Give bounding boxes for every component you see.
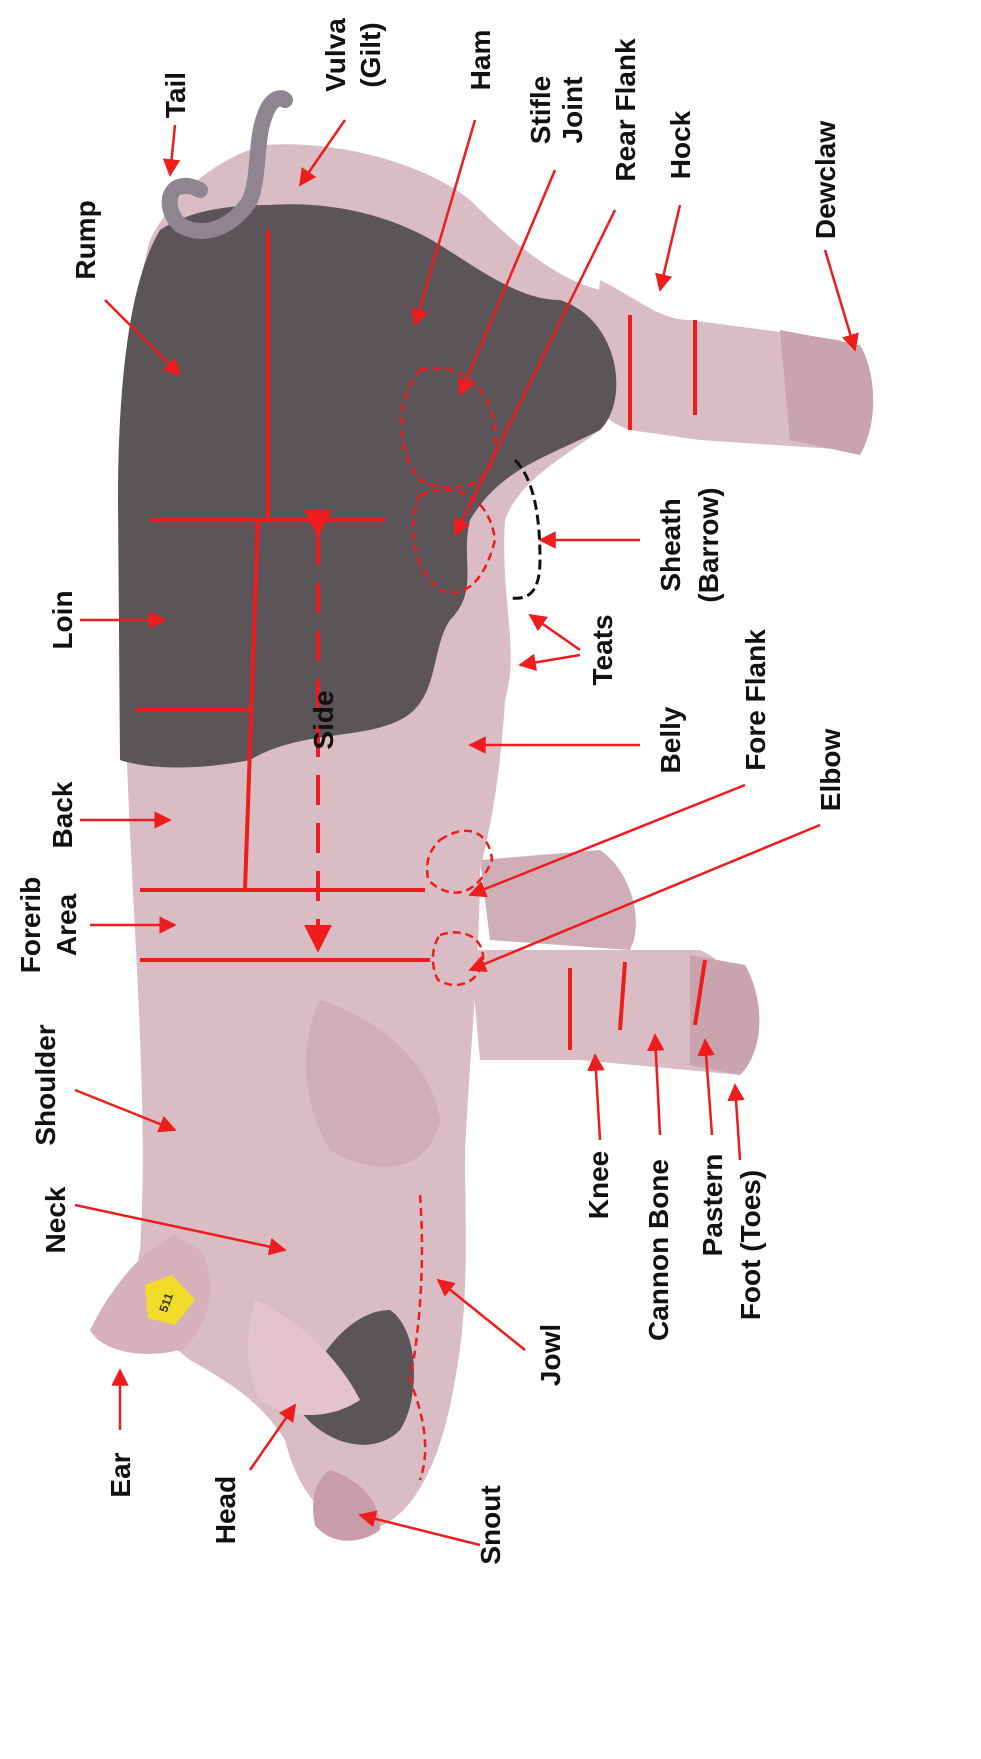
label-rear-flank: Rear Flank [610, 38, 641, 182]
label-teats: Teats [587, 614, 618, 685]
label-head: Head [210, 1476, 241, 1544]
label-sheath-barrow: (Barrow) [693, 487, 724, 602]
arrow-knee [595, 1055, 600, 1140]
arrow-foot [735, 1085, 740, 1160]
front-foot [690, 955, 759, 1075]
label-fore-flank: Fore Flank [740, 629, 771, 771]
arrow-tail [170, 125, 175, 175]
label-ham: Ham [465, 30, 496, 91]
label-forerib-area: Area [51, 893, 82, 956]
label-shoulder: Shoulder [30, 1024, 61, 1145]
label-pastern: Pastern [697, 1154, 728, 1257]
label-vulva-gilt: (Gilt) [355, 22, 386, 87]
label-belly: Belly [655, 706, 686, 773]
arrow-teats-2 [520, 655, 580, 665]
label-neck: Neck [40, 1186, 71, 1253]
label-stifle: Stifle [525, 76, 556, 144]
label-foot: Foot (Toes) [735, 1170, 766, 1320]
label-rump: Rump [70, 200, 101, 279]
fore-leg-far [480, 850, 636, 950]
label-sheath: Sheath [655, 498, 686, 591]
hind-foot [780, 330, 873, 455]
label-dewclaw: Dewclaw [810, 121, 841, 239]
arrow-dewclaw [825, 250, 855, 350]
label-ear: Ear [105, 1452, 136, 1497]
label-stifle-joint: Joint [557, 77, 588, 144]
label-cannon-bone: Cannon Bone [643, 1159, 674, 1341]
label-elbow: Elbow [815, 729, 846, 812]
label-tail: Tail [160, 72, 191, 118]
label-forerib: Forerib [15, 877, 46, 973]
label-snout: Snout [475, 1485, 506, 1564]
label-back: Back [47, 781, 78, 848]
label-knee: Knee [583, 1151, 614, 1219]
pig-illustration: 511 [90, 98, 873, 1541]
label-jowl: Jowl [535, 1324, 566, 1386]
label-loin: Loin [47, 590, 78, 649]
arrow-hock [660, 205, 680, 290]
arrow-teats-1 [530, 615, 580, 650]
label-vulva: Vulva [320, 18, 351, 92]
label-side: Side [308, 690, 339, 749]
label-hock: Hock [665, 110, 696, 179]
